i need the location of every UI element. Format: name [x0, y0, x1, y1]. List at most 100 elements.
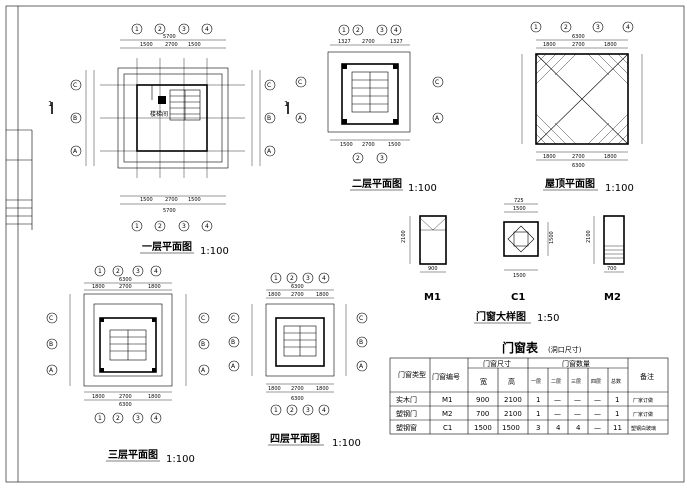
roof-scale: 1:100 [605, 183, 634, 194]
svg-text:—: — [594, 424, 601, 432]
plan4-dim-top-1: 1800 [268, 292, 281, 298]
svg-text:700: 700 [476, 410, 489, 418]
th-code: 门窗编号 [432, 372, 460, 381]
svg-text:1: 1 [98, 415, 102, 422]
plan4-dim-total-bottom: 6300 [291, 396, 304, 402]
svg-text:2: 2 [116, 415, 120, 422]
plan1-dim-top-2: 2700 [165, 42, 178, 48]
svg-text:2: 2 [158, 26, 162, 33]
svg-text:3: 3 [182, 223, 186, 230]
plan3-dim-bottom-1: 1800 [92, 394, 105, 400]
plan3-scale: 1:100 [166, 454, 195, 465]
table-row: 塑钢门 M2 700 2100 1 — — — 1 厂家订做 [396, 409, 653, 418]
m2-width: 700 [607, 266, 617, 272]
svg-text:C: C [73, 82, 77, 89]
schedule-table: 门窗表 (洞口尺寸) 门窗类型 门窗编号 门窗尺寸 宽 高 门窗数量 一层 二层… [389, 340, 669, 435]
roof-dim-bottom-3: 1800 [604, 154, 617, 160]
table-note: (洞口尺寸) [548, 345, 582, 354]
plan-1: 楼梯间 5700 1500 2700 1500 1500 2700 1500 5… [48, 23, 289, 257]
svg-text:—: — [594, 396, 601, 404]
svg-text:1: 1 [342, 27, 346, 34]
plan1-title: 一层平面图 [142, 241, 192, 253]
plan-3: 6300 1800 2700 1800 1800 2700 1800 6300 … [46, 265, 210, 465]
svg-text:2100: 2100 [504, 396, 522, 404]
plan2-axis-bottom: 2 3 [352, 152, 388, 164]
plan1-axis-bottom: 1 2 3 4 [131, 220, 213, 232]
svg-text:3: 3 [380, 155, 384, 162]
plan4-title: 四层平面图 [270, 433, 320, 445]
th-floor-4: 四层 [591, 379, 601, 385]
plan4-dim-bottom-2: 2700 [291, 386, 304, 392]
table-row: 实木门 M1 900 2100 1 — — — 1 厂家订做 [396, 395, 653, 404]
th-note: 备注 [640, 372, 654, 381]
section-mark: 1 1 [48, 100, 289, 114]
plan-4: 6300 1800 2700 1800 1800 2700 1800 6300 … [228, 272, 368, 449]
roof-dim-top-3: 1800 [604, 42, 617, 48]
svg-text:A: A [298, 115, 303, 122]
svg-text:B: B [73, 115, 77, 122]
plan4-dim-top-3: 1800 [316, 292, 329, 298]
c1-sub-dim: 725 [514, 198, 524, 204]
svg-text:4: 4 [154, 268, 158, 275]
svg-text:1: 1 [48, 100, 52, 108]
plan3-dim-total-bottom: 6300 [119, 402, 132, 408]
svg-text:900: 900 [476, 396, 489, 404]
plan1-dim-top-3: 1500 [188, 42, 201, 48]
details: 2100 900 M1 725 1500 1500 1500 C1 2100 7… [401, 198, 625, 324]
plan2-scale: 1:100 [408, 183, 437, 194]
plan3-axis-top: 1 2 3 4 [94, 265, 162, 277]
svg-text:A: A [49, 367, 54, 374]
svg-text:—: — [574, 396, 581, 404]
svg-text:1: 1 [536, 396, 540, 404]
svg-text:B: B [201, 341, 205, 348]
svg-text:4: 4 [322, 275, 326, 282]
left-title-strip [6, 6, 33, 482]
svg-text:—: — [574, 410, 581, 418]
svg-text:3: 3 [136, 268, 140, 275]
c1-label: C1 [511, 292, 525, 303]
m2-elevation [603, 215, 625, 265]
details-scale: 1:50 [537, 313, 559, 324]
svg-text:实木门: 实木门 [396, 395, 417, 404]
svg-text:4: 4 [394, 27, 398, 34]
plan1-dim-total-bottom: 5700 [163, 208, 176, 214]
svg-text:1: 1 [534, 24, 538, 31]
svg-text:11: 11 [613, 424, 622, 432]
svg-text:3: 3 [306, 407, 310, 414]
roof-dim-total-bottom: 6300 [572, 163, 585, 169]
sheet-border [5, 5, 685, 483]
plan2-title: 二层平面图 [352, 178, 402, 190]
svg-text:厂家订做: 厂家订做 [633, 411, 653, 418]
svg-text:2: 2 [116, 268, 120, 275]
svg-text:3: 3 [306, 275, 310, 282]
plan4-dim-total-top: 6300 [291, 284, 304, 290]
plan3-title: 三层平面图 [108, 449, 158, 461]
m1-label: M1 [424, 292, 441, 303]
roof-dim-top-1: 1800 [543, 42, 556, 48]
plan-2: 1327 2700 1327 1500 2700 1500 1 2 3 4 2 … [295, 24, 444, 194]
th-qty: 门窗数量 [562, 359, 590, 368]
plan3-dim-top-1: 1800 [92, 284, 105, 290]
c1-height: 1500 [549, 231, 555, 244]
plan1-dim-total-top: 5700 [163, 34, 176, 40]
svg-text:厂家订做: 厂家订做 [633, 397, 653, 404]
c1-width-top: 1500 [513, 206, 526, 212]
svg-text:—: — [554, 396, 561, 404]
roof-hatch [535, 53, 629, 145]
th-floor-total: 总数 [611, 378, 621, 385]
svg-text:B: B [231, 339, 235, 346]
svg-text:C: C [201, 315, 205, 322]
plan3-dim-bottom-2: 2700 [119, 394, 132, 400]
svg-text:2100: 2100 [504, 410, 522, 418]
svg-text:C: C [231, 315, 235, 322]
roof-dim-top-2: 2700 [572, 42, 585, 48]
svg-text:1: 1 [274, 407, 278, 414]
svg-text:1500: 1500 [502, 424, 520, 432]
svg-text:1: 1 [615, 396, 619, 404]
svg-text:1: 1 [615, 410, 619, 418]
plan3-dim-total-top: 6300 [119, 277, 132, 283]
svg-text:—: — [554, 410, 561, 418]
svg-text:2: 2 [564, 24, 568, 31]
svg-text:A: A [359, 363, 364, 370]
